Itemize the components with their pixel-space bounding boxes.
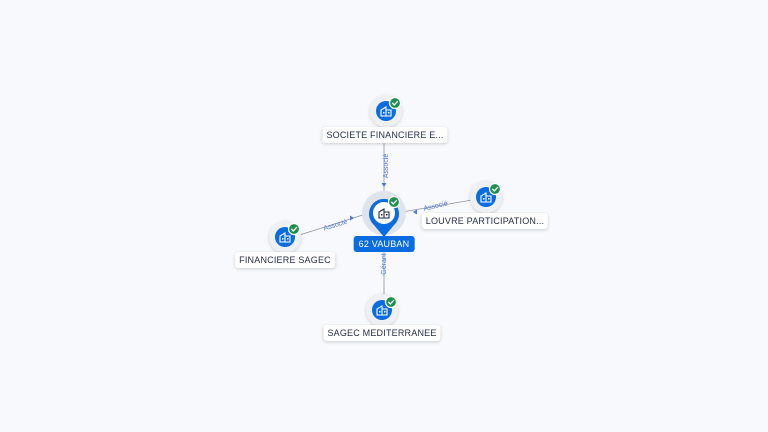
arrow-right — [413, 209, 417, 215]
node-left[interactable] — [269, 221, 301, 253]
node-bottom[interactable] — [366, 294, 398, 326]
node-top[interactable] — [370, 95, 402, 127]
check-icon — [388, 96, 402, 110]
check-icon — [287, 222, 301, 236]
node-label-top[interactable]: SOCIETE FINANCIERE E... — [322, 127, 448, 143]
node-center[interactable] — [362, 191, 406, 237]
edge-arrows — [350, 183, 417, 221]
center-node-label[interactable]: 62 VAUBAN — [353, 236, 415, 252]
edge-label-right: Associé — [423, 200, 449, 212]
arrow-top — [381, 183, 387, 187]
arrow-left — [350, 215, 354, 221]
node-label-bottom[interactable]: SAGEC MEDITERRANEE — [323, 325, 441, 341]
check-icon — [384, 295, 398, 309]
node-right[interactable] — [470, 181, 502, 213]
check-icon — [488, 182, 502, 196]
edge-right — [401, 199, 473, 213]
building-icon — [378, 208, 390, 219]
check-icon — [387, 195, 401, 209]
edge-label-top: Associé — [383, 154, 390, 179]
node-label-right[interactable]: LOUVRE PARTICIPATION... — [421, 213, 549, 229]
node-label-left[interactable]: FINANCIERE SAGEC — [235, 252, 335, 268]
edge-label-bottom: Gérant — [381, 253, 388, 274]
edge-label-left: Associé — [323, 219, 349, 233]
